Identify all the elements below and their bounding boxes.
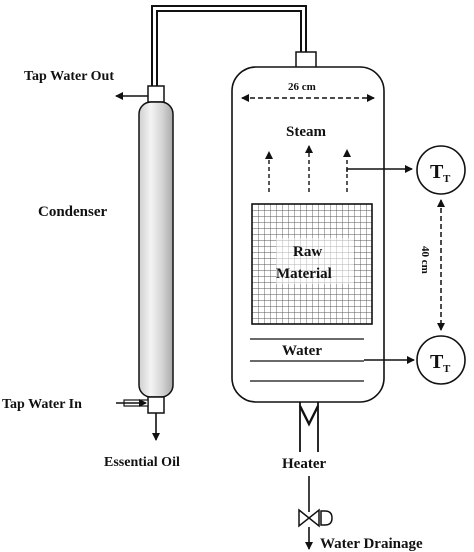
sensor-steam-sub: T bbox=[443, 173, 451, 185]
vessel-top-port bbox=[295, 51, 317, 69]
steam-sensor-lead bbox=[346, 165, 413, 173]
temperature-sensor-steam: T T bbox=[416, 145, 466, 195]
condenser bbox=[138, 85, 174, 414]
tap-water-out-label: Tap Water Out bbox=[24, 69, 114, 84]
water-level-lines bbox=[250, 338, 364, 382]
heater-label: Heater bbox=[282, 456, 326, 472]
width-dimension-label: 26 cm bbox=[288, 81, 316, 93]
condenser-tube bbox=[138, 101, 174, 398]
temperature-sensor-water: T T bbox=[416, 335, 466, 385]
sensor-steam-main: T bbox=[430, 161, 444, 183]
raw-material-label-line2: Material bbox=[276, 266, 332, 282]
heater bbox=[298, 402, 320, 452]
essential-oil-label: Essential Oil bbox=[104, 455, 180, 470]
sensor-water-main: T bbox=[430, 351, 444, 373]
height-dimension-label: 40 cm bbox=[419, 246, 431, 274]
water-drainage-label: Water Drainage bbox=[320, 536, 423, 552]
water-label: Water bbox=[282, 343, 322, 359]
tap-water-in-label: Tap Water In bbox=[2, 397, 82, 412]
vapor-pipe bbox=[151, 5, 307, 86]
drainage-valve-icon bbox=[298, 508, 333, 528]
condenser-bottom-port bbox=[147, 396, 165, 414]
raw-material-label-line1: Raw bbox=[293, 244, 322, 260]
sensor-water-sub: T bbox=[443, 363, 451, 375]
condenser-label: Condenser bbox=[38, 204, 108, 220]
raw-material-label-backdrop bbox=[276, 238, 354, 284]
steam-label: Steam bbox=[286, 124, 326, 140]
condenser-top-port bbox=[147, 85, 165, 103]
